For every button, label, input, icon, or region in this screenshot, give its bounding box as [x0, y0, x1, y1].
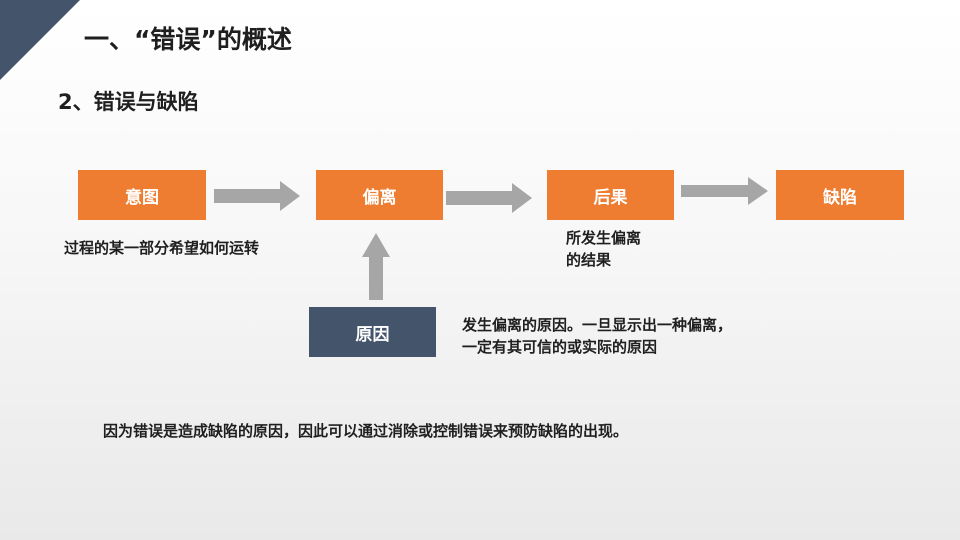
result-description-line1: 所发生偏离: [566, 229, 642, 247]
arrow-result-to-defect: [681, 177, 768, 205]
result-description: 所发生偏离 的结果: [566, 227, 641, 271]
arrow-intent-to-deviation: [214, 181, 300, 211]
intent-description: 过程的某一部分希望如何运转: [64, 239, 260, 257]
corner-decoration: [0, 0, 80, 80]
page-title: 一、“错误”的概述: [84, 25, 292, 54]
deviation-box: 偏离: [316, 170, 443, 220]
result-box: 后果: [547, 170, 674, 220]
defect-box: 缺陷: [776, 170, 904, 220]
cause-description-line2: 一定有其可信的或实际的原因: [462, 338, 658, 356]
conclusion-text: 因为错误是造成缺陷的原因，因此可以通过消除或控制错误来预防缺陷的出现。: [103, 422, 629, 440]
intent-box: 意图: [78, 170, 206, 220]
result-description-line2: 的结果: [566, 251, 612, 269]
arrow-cause-to-deviation: [362, 233, 390, 300]
cause-box: 原因: [309, 307, 436, 357]
section-subtitle: 2、错误与缺陷: [58, 90, 199, 114]
intent-label: 意图: [125, 187, 159, 208]
result-label: 后果: [593, 187, 628, 208]
arrow-deviation-to-result: [446, 183, 532, 213]
cause-description-line1: 发生偏离的原因。一旦显示出一种偏离，: [462, 316, 733, 334]
defect-label: 缺陷: [823, 187, 857, 208]
cause-label: 原因: [355, 324, 390, 345]
deviation-label: 偏离: [362, 187, 397, 208]
cause-description: 发生偏离的原因。一旦显示出一种偏离， 一定有其可信的或实际的原因: [462, 314, 732, 358]
